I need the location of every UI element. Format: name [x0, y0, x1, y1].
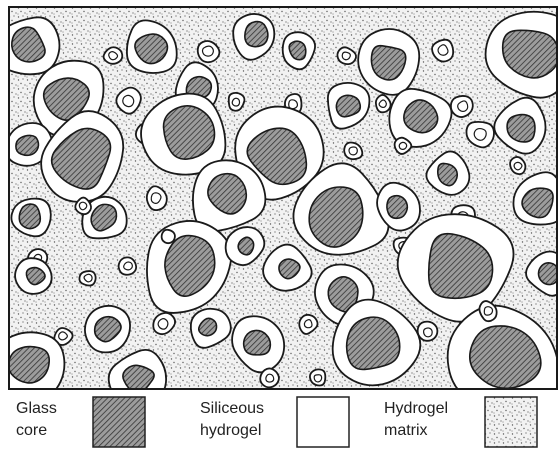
gel-particle: [418, 322, 438, 341]
siliceous-hydrogel-rim: [79, 271, 95, 285]
glass-particle: [85, 306, 130, 353]
gel-particle: [510, 157, 525, 174]
glass-core: [438, 163, 457, 185]
glass-core: [9, 347, 50, 383]
legend-glass-core-line1: Glass: [16, 398, 57, 420]
gel-particle: [310, 369, 325, 385]
legend-siliceous-hydrogel: Siliceous hydrogel: [200, 396, 370, 450]
glass-particle: [15, 258, 52, 294]
siliceous-hydrogel-rim: [260, 368, 279, 387]
legend-hydrogel-matrix-line1: Hydrogel: [384, 398, 448, 420]
siliceous-hydrogel-rim: [451, 96, 473, 117]
glass-particle: [8, 17, 59, 74]
glass-core: [522, 188, 553, 217]
siliceous-hydrogel-rim: [510, 157, 525, 174]
glass-core: [19, 204, 40, 229]
glass-core: [238, 237, 253, 255]
glass-particle: [8, 332, 64, 390]
microstructure-diagram: [8, 6, 558, 390]
gel-particle: [432, 40, 453, 62]
glass-core-swatch: [92, 396, 146, 448]
siliceous-hydrogel-rim: [119, 257, 137, 274]
siliceous-hydrogel-rim: [418, 322, 438, 341]
glass-core: [164, 106, 215, 159]
glass-core: [16, 135, 39, 155]
legend-hydrogel-matrix: Hydrogel matrix: [384, 396, 556, 450]
gel-particle: [75, 198, 91, 215]
glass-core: [538, 263, 558, 285]
siliceous-hydrogel-rim: [432, 40, 453, 62]
gel-particle: [119, 257, 137, 274]
siliceous-hydrogel-rim: [104, 47, 123, 64]
gel-particle: [198, 41, 220, 62]
gel-particle: [79, 271, 95, 285]
glass-core: [347, 317, 400, 369]
gel-particle: [229, 93, 245, 111]
legend-glass-core-line2: core: [16, 420, 57, 442]
glass-core: [387, 196, 407, 219]
glass-core: [507, 115, 535, 142]
gel-particle: [260, 368, 279, 387]
siliceous-hydrogel-rim: [198, 41, 220, 62]
hydrogel-matrix-swatch: [484, 396, 538, 448]
glass-core: [336, 95, 360, 116]
legend-hydrogel-matrix-line2: matrix: [384, 420, 448, 442]
legend-glass-core: Glass core: [16, 396, 166, 450]
glass-core: [244, 330, 271, 354]
siliceous-hydrogel-rim: [310, 369, 325, 385]
gel-particle: [162, 230, 175, 243]
gel-particle: [104, 47, 123, 64]
siliceous-hydrogel-rim: [75, 198, 91, 215]
siliceous-hydrogel-swatch: [296, 396, 350, 448]
siliceous-hydrogel-rim: [162, 230, 175, 243]
gel-particle: [451, 96, 473, 117]
legend-siliceous-hydrogel-line2: hydrogel: [200, 420, 264, 442]
siliceous-hydrogel-rim: [229, 93, 245, 111]
legend-siliceous-hydrogel-line1: Siliceous: [200, 398, 264, 420]
glass-core: [245, 22, 268, 47]
